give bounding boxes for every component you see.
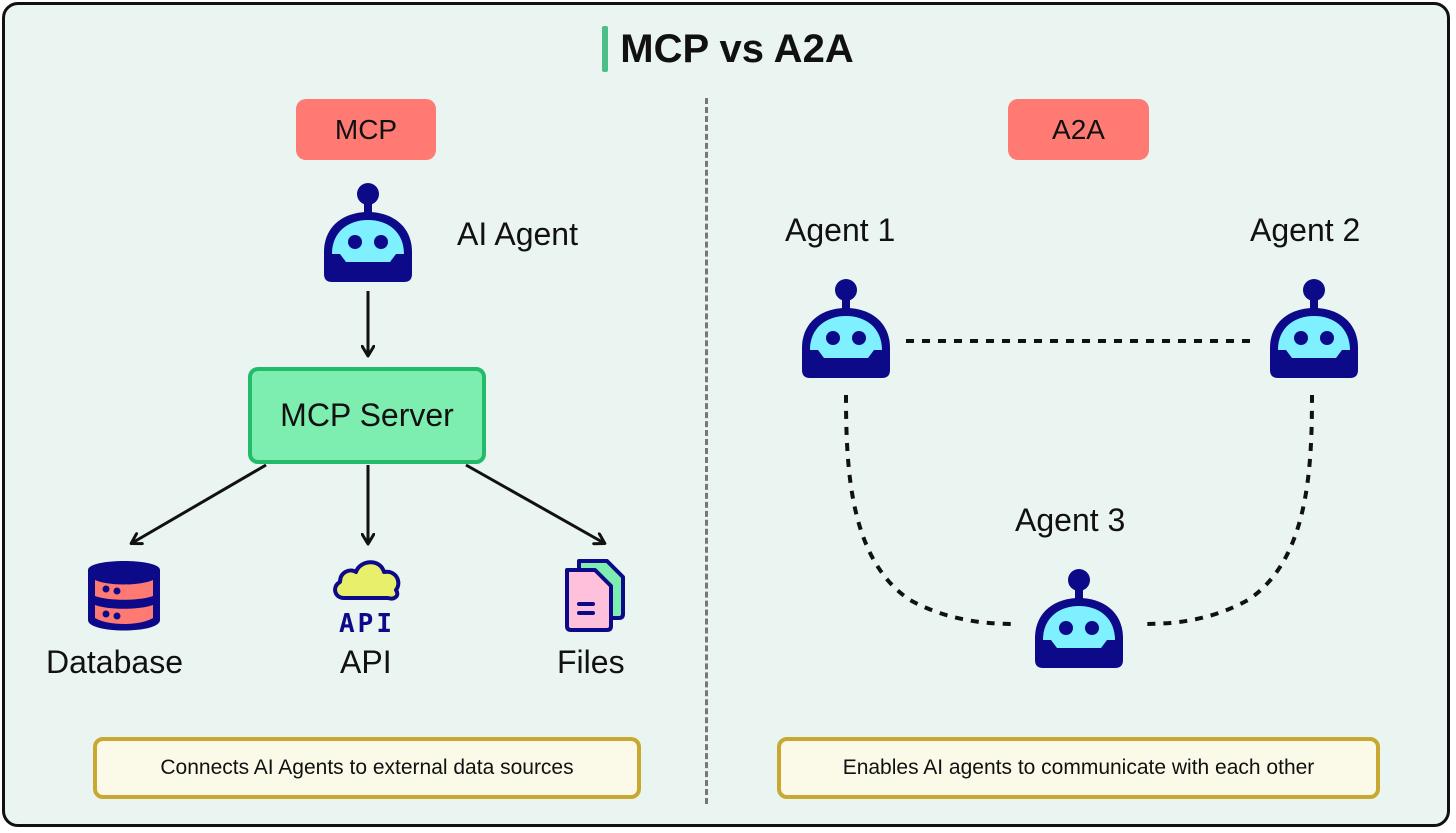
agent-2-label: Agent 2 bbox=[1250, 212, 1361, 248]
database-label: Database bbox=[46, 644, 183, 680]
database-icon bbox=[88, 561, 160, 631]
page-title: MCP vs A2A bbox=[602, 26, 854, 72]
a2a-badge: A2A bbox=[1008, 99, 1149, 160]
arrow-server-to-files bbox=[465, 463, 604, 543]
agent-1-label: Agent 1 bbox=[785, 212, 896, 248]
link-agent1-agent3 bbox=[844, 394, 1018, 626]
ai-agent-label: AI Agent bbox=[457, 216, 578, 252]
title-area: MCP vs A2A bbox=[0, 26, 1456, 77]
robot-icon bbox=[324, 183, 412, 282]
agent-3-label: Agent 3 bbox=[1015, 502, 1126, 538]
agent-2-robot-icon bbox=[1270, 279, 1358, 378]
section-divider bbox=[705, 98, 708, 804]
title-accent-bar bbox=[602, 26, 609, 72]
files-label: Files bbox=[557, 644, 625, 680]
api-label: API bbox=[340, 644, 392, 680]
a2a-description-note: Enables AI agents to communicate with ea… bbox=[777, 737, 1380, 799]
mcp-description-note: Connects AI Agents to external data sour… bbox=[93, 737, 641, 799]
link-agent2-agent3 bbox=[1141, 394, 1314, 626]
title-text: MCP vs A2A bbox=[620, 26, 854, 71]
files-icon bbox=[565, 559, 625, 632]
mcp-badge: MCP bbox=[296, 99, 436, 160]
svg-text:API: API bbox=[339, 609, 395, 636]
agent-3-robot-icon bbox=[1035, 569, 1123, 668]
agent-1-robot-icon bbox=[802, 279, 890, 378]
arrow-server-to-database bbox=[132, 463, 267, 543]
mcp-server-box: MCP Server bbox=[248, 367, 486, 464]
api-cloud-icon: API bbox=[333, 560, 401, 636]
